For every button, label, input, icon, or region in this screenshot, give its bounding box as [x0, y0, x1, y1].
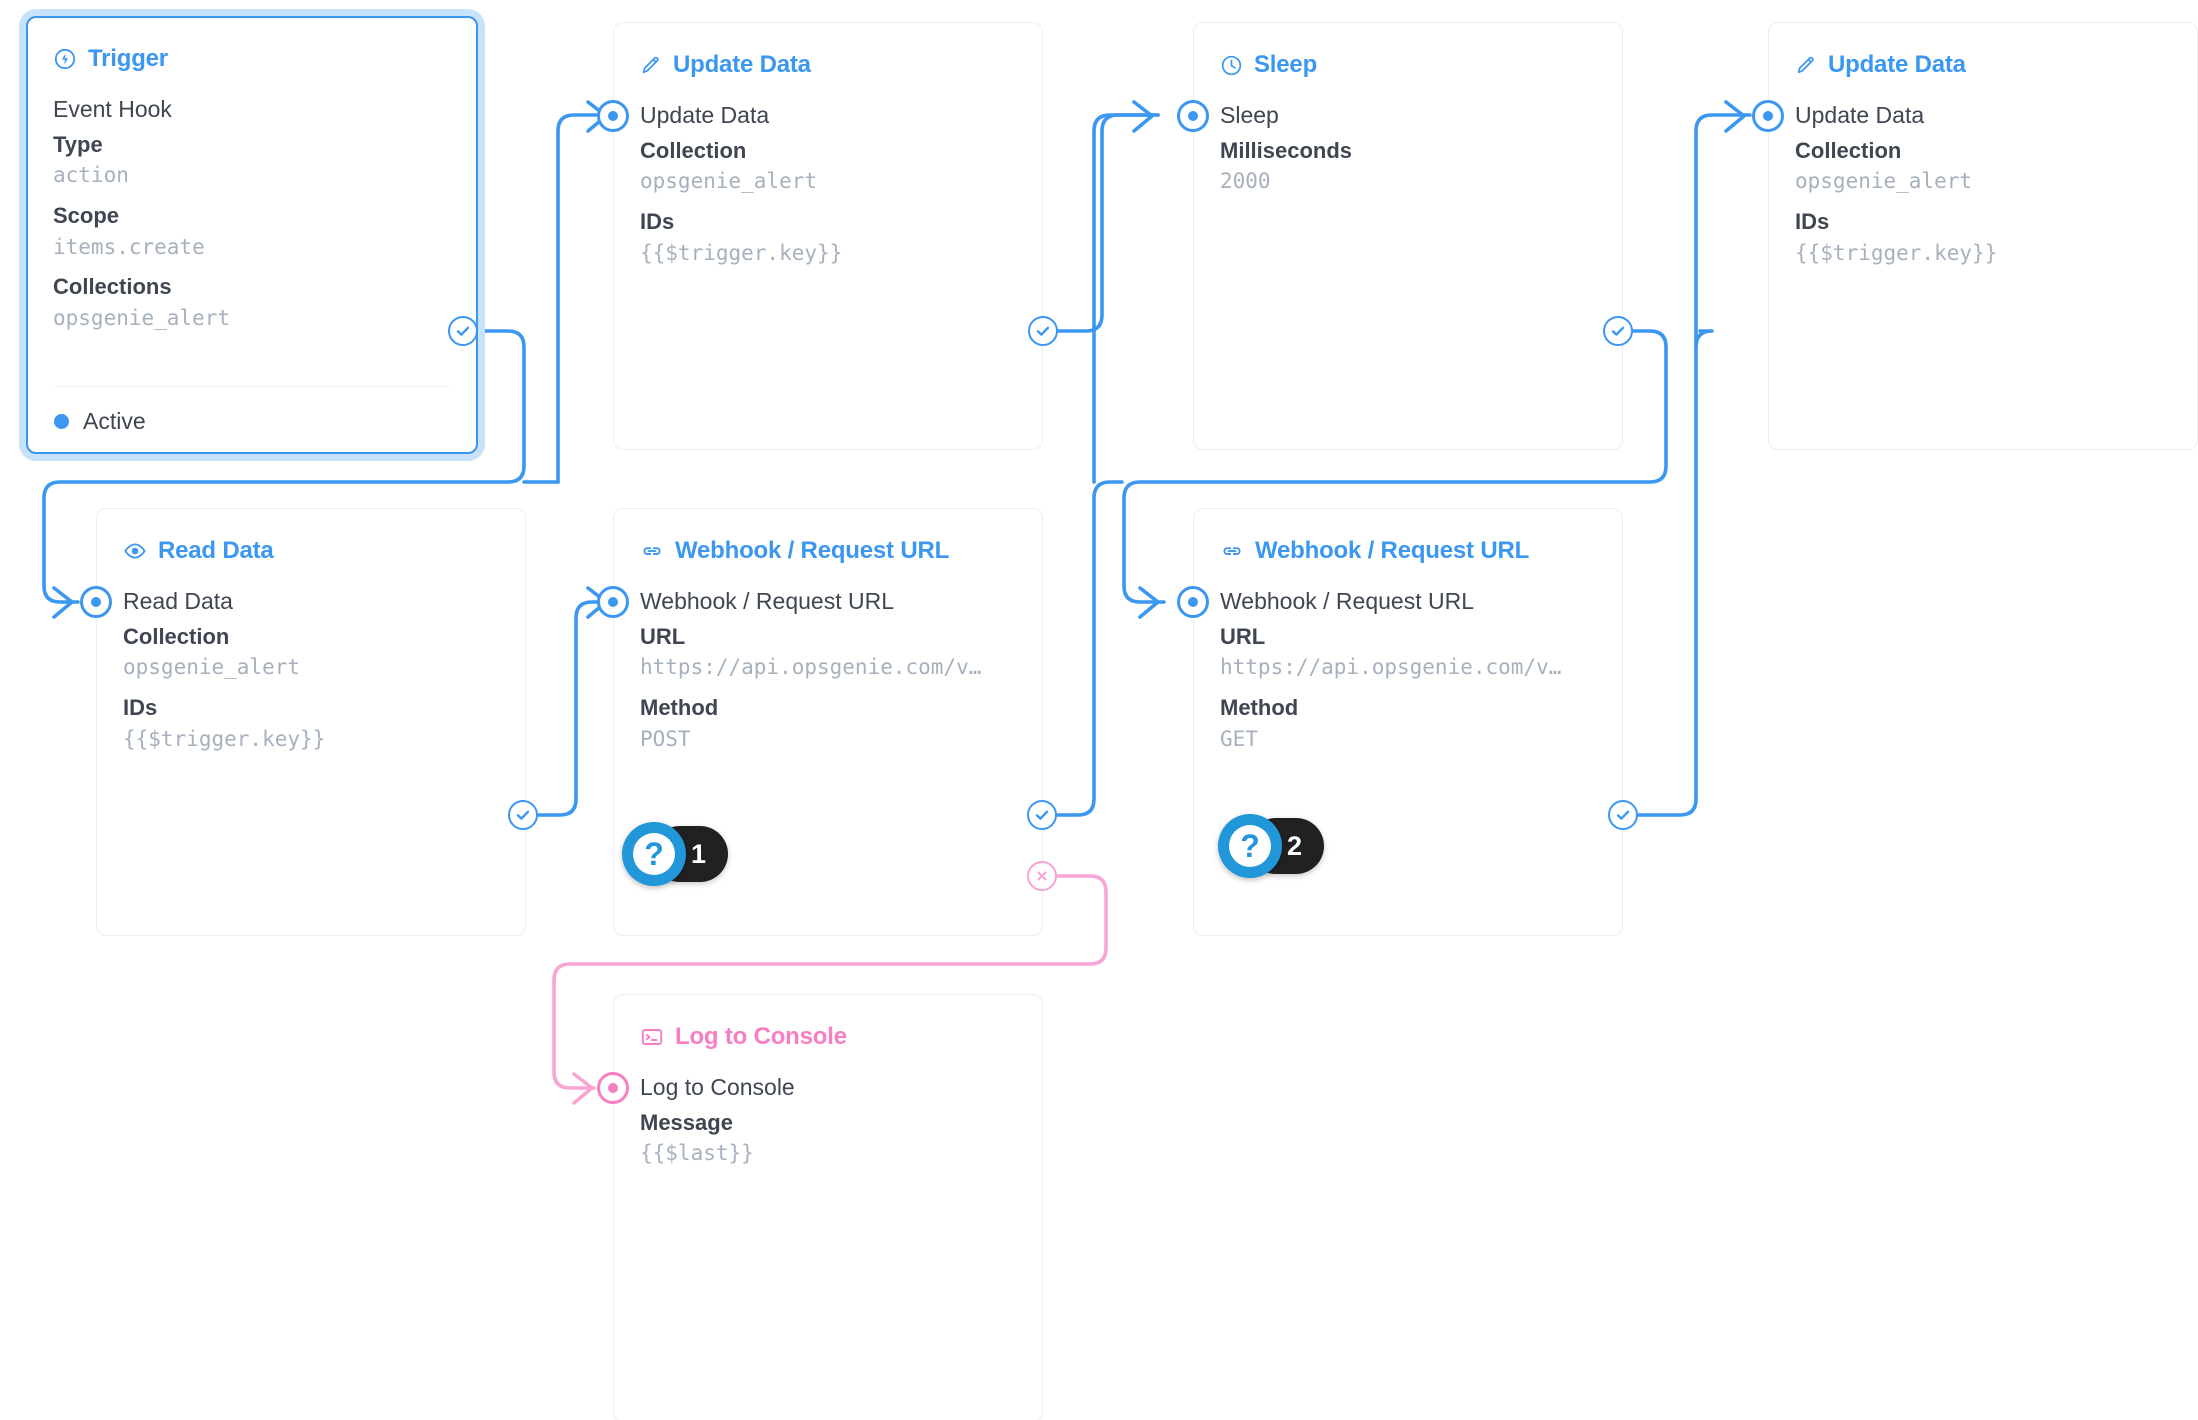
- field-label: Scope: [53, 202, 120, 228]
- port-resolve-trigger[interactable]: [448, 316, 478, 346]
- card-title-trigger: Trigger: [53, 47, 451, 71]
- card-title-update-data: Update Data: [1795, 53, 2171, 77]
- field-value: action: [53, 163, 129, 188]
- port-input-update-data-1[interactable]: [597, 100, 629, 132]
- port-resolve-webhook-1[interactable]: [1027, 800, 1057, 830]
- lightning-circle-icon: [53, 47, 77, 71]
- link-icon: [640, 539, 664, 563]
- field-value: {{$trigger.key}}: [123, 726, 326, 751]
- node-card-trigger[interactable]: Trigger Event Hook Type action Scope ite…: [26, 16, 478, 454]
- node-card-read-data[interactable]: Read Data Read Data Collection opsgenie_…: [96, 508, 526, 936]
- operation-name: Log to Console: [640, 1074, 795, 1100]
- help-badge-count: 2: [1286, 830, 1302, 861]
- field-value: opsgenie_alert: [1795, 169, 1973, 194]
- port-input-sleep[interactable]: [1177, 100, 1209, 132]
- operation-name: Update Data: [640, 102, 770, 128]
- card-title-text: Log to Console: [675, 1023, 847, 1050]
- field-value: opsgenie_alert: [53, 306, 231, 331]
- card-title-text: Sleep: [1254, 51, 1318, 78]
- card-title-text: Trigger: [88, 45, 168, 72]
- card-title-text: Update Data: [673, 51, 811, 78]
- clock-icon: [1220, 54, 1243, 77]
- field-label: Milliseconds: [1220, 137, 1353, 163]
- card-title-read-data: Read Data: [123, 539, 499, 563]
- pencil-icon: [1795, 54, 1817, 76]
- card-title-log-to-console: Log to Console: [640, 1025, 1016, 1049]
- field-value: POST: [640, 726, 691, 751]
- port-reject-webhook-1[interactable]: [1027, 861, 1057, 891]
- card-title-webhook: Webhook / Request URL: [1220, 539, 1596, 563]
- field-value: GET: [1220, 726, 1258, 751]
- port-input-webhook-1[interactable]: [597, 586, 629, 618]
- field-label: Collection: [1795, 137, 1902, 163]
- card-title-text: Webhook / Request URL: [675, 537, 950, 564]
- field-value: {{$trigger.key}}: [1795, 240, 1998, 265]
- port-resolve-update-data-1[interactable]: [1028, 316, 1058, 346]
- port-input-log-to-console[interactable]: [597, 1072, 629, 1104]
- field-label: Collections: [53, 274, 172, 300]
- node-card-update-data-2[interactable]: Update Data Update Data Collection opsge…: [1768, 22, 2198, 450]
- help-badge-count: 1: [690, 838, 706, 869]
- port-input-webhook-2[interactable]: [1177, 586, 1209, 618]
- status-dot-icon: [54, 414, 69, 429]
- port-resolve-sleep[interactable]: [1603, 316, 1633, 346]
- node-card-log-to-console[interactable]: Log to Console Log to Console Message {{…: [613, 994, 1043, 1420]
- card-title-webhook: Webhook / Request URL: [640, 539, 1016, 563]
- field-value: https://api.opsgenie.com/v…: [1220, 655, 1562, 680]
- field-label: URL: [1220, 623, 1266, 649]
- operation-name: Sleep: [1220, 102, 1279, 128]
- field-label: Collection: [123, 623, 230, 649]
- field-label: IDs: [123, 694, 158, 720]
- card-title-sleep: Sleep: [1220, 53, 1596, 77]
- console-icon: [640, 1025, 664, 1049]
- operation-name: Webhook / Request URL: [640, 588, 894, 614]
- help-badge-glyph: ?: [1240, 828, 1260, 864]
- field-value: 2000: [1220, 169, 1271, 194]
- status-badge: Active: [54, 408, 146, 435]
- eye-icon: [123, 539, 147, 563]
- pencil-icon: [640, 54, 662, 76]
- operation-name: Read Data: [123, 588, 233, 614]
- operation-name: Webhook / Request URL: [1220, 588, 1474, 614]
- question-mark-icon[interactable]: ?: [622, 822, 686, 886]
- link-icon: [1220, 539, 1244, 563]
- operation-name: Event Hook: [53, 96, 172, 122]
- port-input-read-data[interactable]: [80, 586, 112, 618]
- field-value: {{$last}}: [640, 1141, 754, 1166]
- field-value: https://api.opsgenie.com/v…: [640, 655, 982, 680]
- card-divider: [54, 386, 450, 387]
- field-label: Collection: [640, 137, 747, 163]
- field-label: IDs: [1795, 208, 1830, 234]
- field-label: IDs: [640, 208, 675, 234]
- field-label: Method: [1220, 694, 1299, 720]
- field-label: Message: [640, 1109, 733, 1135]
- field-label: Type: [53, 131, 103, 157]
- field-value: opsgenie_alert: [640, 169, 818, 194]
- help-badge-webhook-2[interactable]: 2 ?: [1218, 814, 1324, 878]
- card-title-text: Update Data: [1828, 51, 1966, 78]
- card-title-update-data: Update Data: [640, 53, 1016, 77]
- question-mark-icon[interactable]: ?: [1218, 814, 1282, 878]
- node-card-sleep[interactable]: Sleep Sleep Milliseconds 2000: [1193, 22, 1623, 450]
- port-resolve-read-data[interactable]: [508, 800, 538, 830]
- help-badge-glyph: ?: [644, 836, 664, 872]
- card-title-text: Read Data: [158, 537, 274, 564]
- field-value: {{$trigger.key}}: [640, 240, 843, 265]
- field-value: items.create: [53, 234, 205, 259]
- help-badge-webhook-1[interactable]: 1 ?: [622, 822, 728, 886]
- field-value: opsgenie_alert: [123, 655, 301, 680]
- field-label: Method: [640, 694, 719, 720]
- node-card-update-data-1[interactable]: Update Data Update Data Collection opsge…: [613, 22, 1043, 450]
- operation-name: Update Data: [1795, 102, 1925, 128]
- status-label: Active: [83, 408, 146, 434]
- field-label: URL: [640, 623, 686, 649]
- port-resolve-webhook-2[interactable]: [1608, 800, 1638, 830]
- port-input-update-data-2[interactable]: [1752, 100, 1784, 132]
- card-title-text: Webhook / Request URL: [1255, 537, 1530, 564]
